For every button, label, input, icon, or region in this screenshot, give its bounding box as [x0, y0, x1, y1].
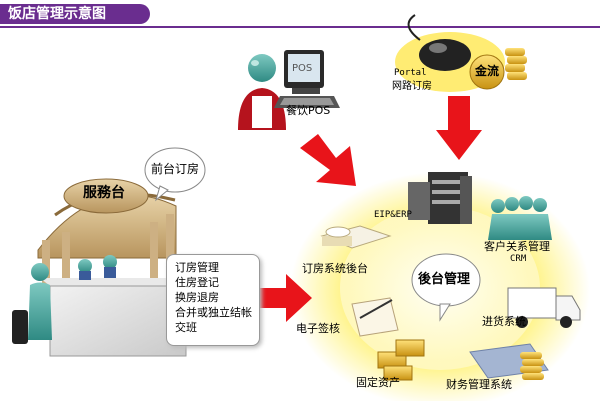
frontdesk-task-list: 订房管理 住房登记 换房退房 合并或独立结帐 交班	[166, 254, 260, 346]
crm-abbr: CRM	[510, 254, 527, 264]
pos-screen-label: POS	[292, 63, 313, 74]
server-rack	[408, 172, 472, 224]
task-checkin: 住房登记	[175, 276, 219, 289]
crm-people	[488, 196, 552, 240]
fixed-assets-label: 固定资产	[356, 376, 400, 389]
gold-flow-label: 金流	[475, 64, 500, 78]
front-desk	[12, 178, 187, 357]
portal-booking-label: 网路订房	[392, 81, 432, 92]
portal-label: Portal	[394, 68, 427, 78]
purchase-system-label: 进货系统	[482, 315, 526, 328]
task-shift-handover: 交班	[175, 321, 197, 334]
bed	[320, 225, 392, 249]
task-billing: 合并或独立结帐	[175, 306, 252, 319]
header-bar: 饭店管理示意图	[0, 0, 600, 30]
task-booking-mgmt: 订房管理	[175, 261, 219, 274]
arrow-frontdesk-to-backend	[254, 274, 312, 322]
esign-label: 电子签核	[296, 322, 340, 335]
booking-backend-label: 订房系统後台	[302, 262, 368, 275]
truck	[507, 287, 581, 328]
gold-bars	[377, 339, 425, 381]
frontdesk-sign: 服務台	[83, 185, 125, 201]
page-title: 饭店管理示意图	[8, 6, 106, 22]
frontdesk-bubble	[144, 147, 206, 202]
arrow-pos-to-backend	[300, 134, 356, 186]
header-divider	[0, 26, 600, 28]
money-coins	[469, 343, 549, 380]
crm-label: 客户关系管理	[484, 240, 550, 253]
center-bubble	[411, 253, 481, 322]
pos-label: 餐饮POS	[286, 104, 331, 117]
finance-system-label: 财务管理系统	[446, 378, 512, 391]
eip-erp-label: EIP&ERP	[374, 210, 412, 220]
pos-terminal	[238, 50, 340, 130]
portal-mouse	[395, 14, 527, 92]
title-tab	[0, 4, 150, 24]
frontdesk-booking-label: 前台订房	[151, 162, 200, 176]
signature-pen	[351, 297, 399, 337]
arrow-portal-to-backend	[436, 96, 482, 160]
task-room-change-checkout: 换房退房	[175, 291, 219, 304]
backend-center-label: 後台管理	[418, 272, 471, 287]
